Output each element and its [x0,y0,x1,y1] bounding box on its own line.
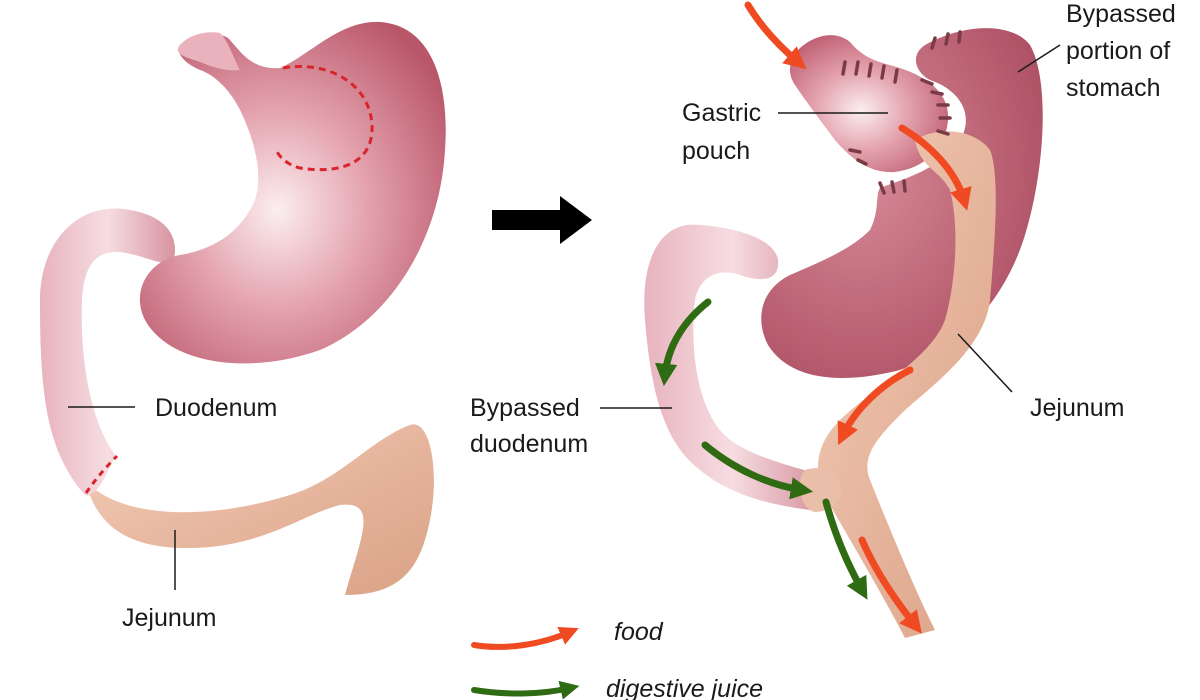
juice-arrow-common-icon [822,498,868,600]
food-arrow-pouch-icon [898,124,972,211]
legend-juice-label: digestive juice [606,675,763,700]
food-arrow-esophagus-icon [744,1,807,70]
gastric-pouch-label-line-2: pouch [682,137,750,165]
food-arrow-common-icon [858,536,922,634]
duodenum-left-shape [40,208,175,496]
duodenum-label: Duodenum [155,394,277,422]
juice-arrow-upper-icon [654,298,712,387]
bypassed-stomach-label-line-2: portion of [1066,37,1170,65]
stomach-left-shape [139,21,446,364]
transition-arrow-icon [492,196,592,244]
juice-flow-arrows [654,298,868,600]
bypassed-duodenum-label-line-2: duodenum [470,430,588,458]
legend-food-label: food [614,618,664,646]
normal-stomach-illustration [40,21,446,595]
bypass-stomach-illustration [644,28,1043,639]
food-arrow-jejunum-icon [837,366,914,446]
jejunum-left-shape [85,424,434,595]
legend-food-arrow-icon [471,627,579,650]
duodenum-cut-line [84,454,119,494]
jejunum-left-label: Jejunum [122,604,217,632]
bypassed-duodenum-label-line-1: Bypassed [470,394,580,422]
juice-arrow-junction-icon [701,441,814,500]
legend: food digestive juice [471,618,763,700]
gastric-pouch-shape [789,35,949,173]
bypassed-duodenum-shape [644,224,820,510]
jejunum-right-label: Jejunum [1030,394,1125,422]
staple-lines [841,30,962,195]
food-flow-arrows [744,1,972,634]
esophagus-left-shape [177,32,240,71]
bypassed-stomach-label-line-1: Bypassed [1066,0,1176,28]
bypassed-stomach-leader-line [1017,44,1061,73]
bypassed-stomach-label-line-3: stomach [1066,74,1160,102]
legend-juice-arrow-icon [471,680,580,700]
jejunum-right-shape [818,131,996,639]
jejunum-right-leader-line [957,333,1013,393]
gastric-pouch-label-line-1: Gastric [682,99,761,127]
pouch-cut-line [274,65,374,172]
